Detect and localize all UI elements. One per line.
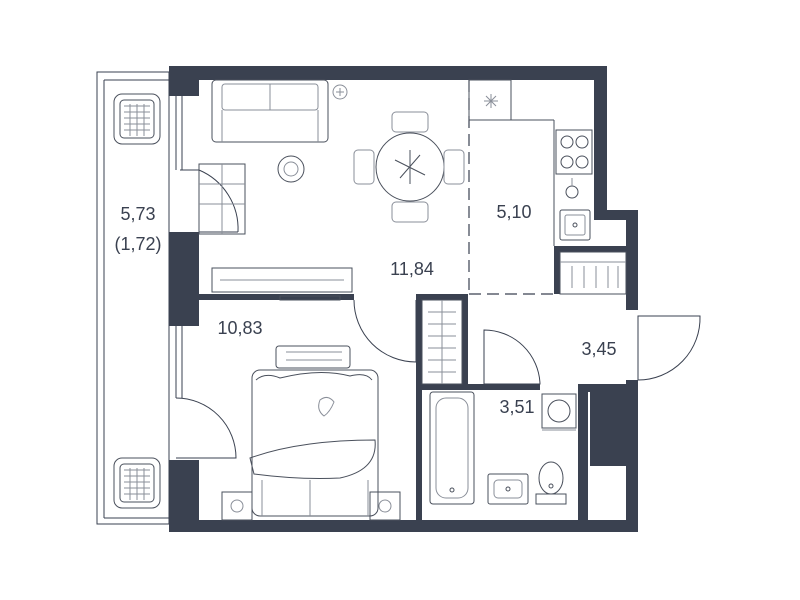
tv-icon [211, 267, 353, 301]
balcony-reduced-area-label: (1,72) [114, 234, 161, 254]
balcony [96, 71, 170, 525]
bathroom-area-label: 3,51 [499, 397, 534, 417]
bed-icon [249, 345, 379, 517]
armchair-icon [113, 457, 161, 509]
cabinet-icon [198, 163, 246, 235]
hall-area-label: 3,45 [581, 339, 616, 359]
living-room-area-label: 11,84 [390, 259, 434, 279]
kitchen-counter [468, 79, 555, 246]
bedroom-area-label: 10,83 [217, 318, 262, 338]
sink-icon [559, 209, 591, 241]
sink-icon [487, 473, 529, 505]
doors [175, 169, 701, 459]
wardrobe-icon [559, 251, 627, 295]
bathtub-icon [429, 391, 475, 505]
kitchen-area-label: 5,10 [496, 202, 531, 222]
wardrobe-icon [421, 299, 463, 385]
faucet-icon [565, 178, 579, 199]
stove-icon [555, 129, 593, 175]
balcony-area-label: 5,73 [120, 204, 155, 224]
dining-table-icon [353, 111, 465, 223]
toilet-icon [535, 461, 567, 505]
windows [175, 96, 183, 398]
armchair-icon [113, 93, 161, 145]
walls [169, 66, 638, 532]
nightstand-icon [221, 491, 253, 521]
washing-machine-icon [541, 393, 577, 431]
plant-icon [277, 155, 305, 183]
nightstand-icon [369, 491, 401, 521]
sofa-icon [211, 79, 329, 143]
plant-icon [332, 84, 348, 100]
balcony-outline [96, 71, 170, 525]
